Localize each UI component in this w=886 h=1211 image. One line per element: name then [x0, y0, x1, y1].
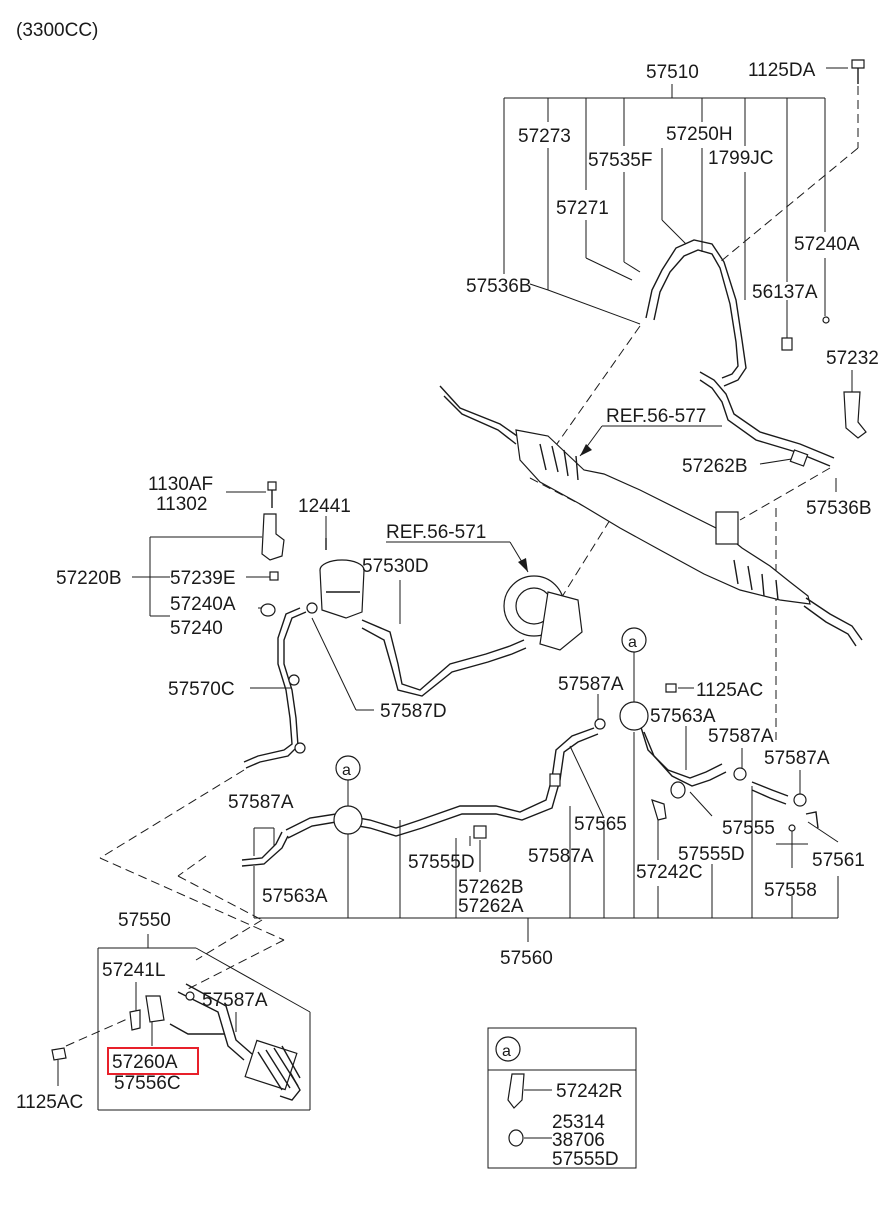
legend-25314: 25314 [552, 1112, 605, 1133]
label-57561: 57561 [812, 850, 865, 871]
legend-57242R: 57242R [556, 1081, 623, 1102]
label-57560: 57560 [500, 948, 553, 969]
label-57239E: 57239E [170, 568, 236, 589]
label-57555D-right: 57555D [678, 844, 745, 865]
label-57232: 57232 [826, 348, 879, 369]
legend-38706: 38706 [552, 1130, 605, 1151]
label-57587A-4: 57587A [228, 792, 294, 813]
callout-a-upper-mark: a [628, 634, 637, 651]
label-57555D-mid: 57555D [408, 852, 475, 873]
label-57587D: 57587D [380, 701, 447, 722]
label-57262B-bottom: 57262B [458, 877, 524, 898]
label-57260A: 57260A [112, 1052, 178, 1073]
label-12441: 12441 [298, 496, 351, 517]
label-57558: 57558 [764, 880, 817, 901]
leader-lines [57, 67, 859, 1111]
hoses-and-pipes [169, 239, 863, 1101]
label-57587A-1: 57587A [558, 674, 624, 695]
label-57556C: 57556C [114, 1073, 181, 1094]
label-57550: 57550 [118, 910, 171, 931]
label-11302: 11302 [156, 494, 207, 515]
label-57530D: 57530D [362, 556, 429, 577]
label-57240: 57240 [170, 618, 223, 639]
callout-a-lower: a [333, 755, 363, 835]
label-57241L: 57241L [102, 960, 165, 981]
legend-57555D: 57555D [552, 1149, 619, 1170]
label-57563A-right: 57563A [650, 706, 716, 727]
label-57536B-top: 57536B [466, 276, 532, 297]
ref-gear-label: REF.56-577 [606, 406, 706, 427]
label-57271: 57271 [556, 198, 609, 219]
legend-box: a 57242R 25314 38706 57555D [487, 1027, 637, 1170]
label-57565: 57565 [574, 814, 627, 835]
label-57510: 57510 [646, 62, 699, 83]
legend-mark: a [502, 1043, 511, 1060]
label-57555: 57555 [722, 818, 775, 839]
label-57273: 57273 [518, 126, 571, 147]
label-57220B: 57220B [56, 568, 122, 589]
label-57262B-top: 57262B [682, 456, 748, 477]
callout-a-upper: a [619, 627, 649, 731]
label-57240A-top: 57240A [794, 234, 860, 255]
ref-pump-label: REF.56-571 [386, 522, 486, 543]
label-57587A-3: 57587A [764, 748, 830, 769]
label-57587A-6: 57587A [202, 990, 268, 1011]
label-57536B-right: 57536B [806, 498, 872, 519]
label-1125AC-bottom: 1125AC [16, 1092, 83, 1113]
label-57250H: 57250H [666, 124, 733, 145]
label-57242C: 57242C [636, 862, 703, 883]
label-57262A: 57262A [458, 896, 524, 917]
callout-a-lower-mark: a [342, 762, 351, 779]
label-1130AF: 1130AF [148, 474, 213, 495]
label-1799JC: 1799JC [708, 148, 774, 169]
label-1125DA: 1125DA [748, 60, 816, 81]
label-57587A-5: 57587A [528, 846, 594, 867]
label-57535F: 57535F [588, 150, 652, 171]
label-1125AC-mid: 1125AC [696, 680, 763, 701]
label-56137A: 56137A [752, 282, 818, 303]
highlight-box-57260A [107, 1047, 199, 1075]
label-57587A-2: 57587A [708, 726, 774, 747]
engine-spec-label: (3300CC) [16, 20, 98, 41]
label-57570C: 57570C [168, 679, 235, 700]
label-57563A-left: 57563A [262, 886, 328, 907]
fasteners [51, 59, 867, 1061]
part-labels: (3300CC) REF.56-577 REF.56-571 57510 112… [16, 20, 879, 1113]
label-57240A-mid: 57240A [170, 594, 236, 615]
